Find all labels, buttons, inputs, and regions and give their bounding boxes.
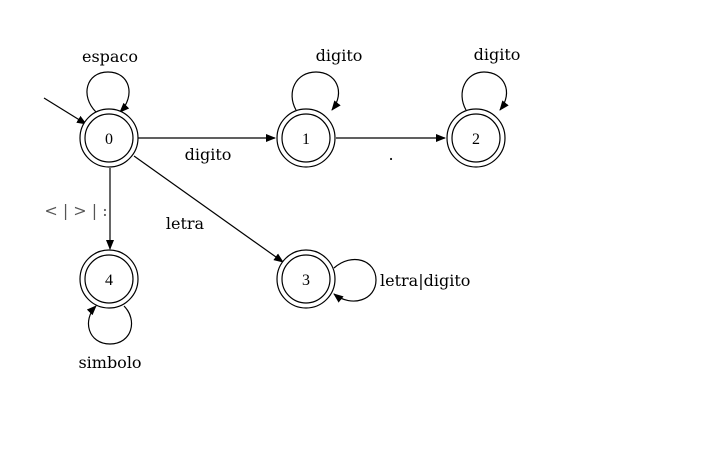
state-0-label: 0	[105, 131, 113, 148]
label-digito-0-1: digito	[185, 145, 232, 164]
label-espaco: espaco	[82, 47, 138, 66]
state-3: 3	[276, 249, 336, 309]
start-arrow	[43, 97, 87, 125]
state-4: 4	[79, 249, 139, 309]
state-2: 2	[446, 108, 506, 168]
label-simbolo: simbolo	[78, 353, 141, 372]
state-3-label: 3	[302, 272, 310, 289]
label-letra-digito: letra|digito	[380, 271, 470, 290]
label-digito-1-1: digito	[316, 46, 363, 65]
label-digito-2-2: digito	[474, 45, 521, 64]
label-letra: letra	[166, 214, 205, 233]
state-0: 0	[79, 108, 139, 168]
state-2-label: 2	[472, 131, 480, 148]
self-loop-3	[333, 258, 377, 303]
state-1-label: 1	[302, 131, 310, 148]
self-loop-2	[461, 71, 509, 111]
edge-0-3	[133, 155, 284, 263]
state-4-label: 4	[105, 272, 113, 289]
label-dot: .	[388, 145, 393, 164]
label-relop: < | > | :	[44, 201, 107, 220]
self-loop-4	[86, 305, 133, 345]
self-loop-1	[291, 71, 341, 111]
self-loop-0	[86, 71, 130, 113]
state-1: 1	[276, 108, 336, 168]
